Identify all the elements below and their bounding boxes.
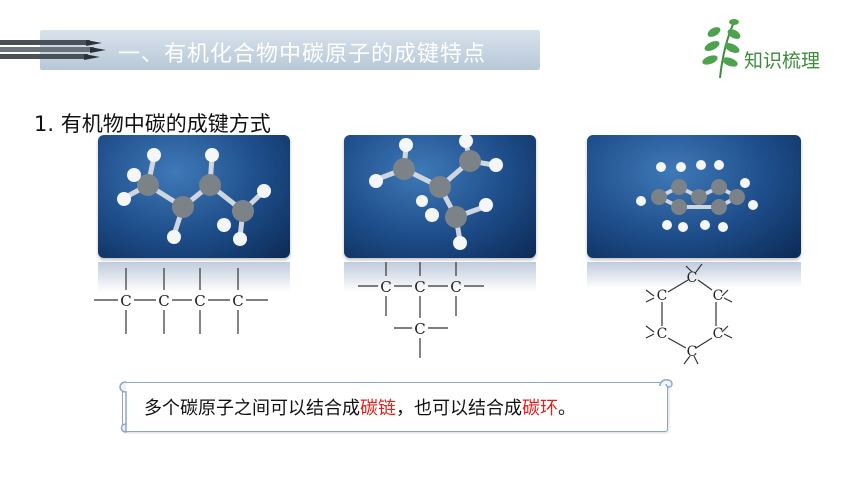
leaf-sprig-icon bbox=[702, 19, 741, 79]
atom-label: C bbox=[380, 278, 391, 296]
summary-note-box bbox=[122, 382, 668, 432]
atom-label: C bbox=[657, 326, 668, 342]
atom-label: C bbox=[194, 292, 205, 310]
atom-label: C bbox=[450, 278, 461, 296]
molecule-model-chain bbox=[117, 148, 271, 246]
panel-reflection bbox=[587, 262, 801, 288]
atom-label: C bbox=[232, 292, 243, 310]
atom-label: C bbox=[713, 326, 724, 342]
molecule-model-branched bbox=[369, 135, 503, 250]
pen-lines-icon bbox=[0, 40, 106, 60]
brand-label: 知识梳理 bbox=[744, 50, 821, 72]
atom-label: C bbox=[657, 288, 668, 304]
structural-formula-ring: C C C C C C bbox=[645, 263, 733, 365]
banner-title: 一、有机化合物中碳原子的成键特点 bbox=[118, 42, 487, 67]
scroll-curl-icon bbox=[119, 381, 127, 433]
highlight-carbon-ring: 碳环 bbox=[522, 398, 558, 419]
summary-note-text: 多个碳原子之间可以结合成碳链，也可以结合成碳环。 bbox=[144, 394, 576, 420]
highlight-carbon-chain: 碳链 bbox=[360, 398, 396, 419]
note-text-part: 。 bbox=[558, 398, 576, 419]
structural-formula-branched: C C C C bbox=[358, 262, 484, 358]
panel-reflection bbox=[98, 262, 290, 292]
atom-label: C bbox=[713, 288, 724, 304]
note-text-part: 多个碳原子之间可以结合成 bbox=[144, 398, 360, 419]
atom-label: C bbox=[120, 292, 131, 310]
atom-label: C bbox=[158, 292, 169, 310]
panel-reflection bbox=[344, 262, 536, 292]
atom-label: C bbox=[414, 320, 425, 338]
molecule-model-ring bbox=[636, 160, 758, 232]
structural-formula-chain: C C C C bbox=[94, 268, 268, 334]
note-text-part: ，也可以结合成 bbox=[396, 398, 522, 419]
atom-label: C bbox=[687, 344, 698, 360]
section-subtitle: 1. 有机物中碳的成键方式 bbox=[34, 112, 271, 136]
scroll-curl-icon bbox=[659, 379, 673, 388]
atom-label: C bbox=[414, 278, 425, 296]
atom-label: C bbox=[687, 270, 698, 286]
section-banner bbox=[40, 30, 540, 70]
